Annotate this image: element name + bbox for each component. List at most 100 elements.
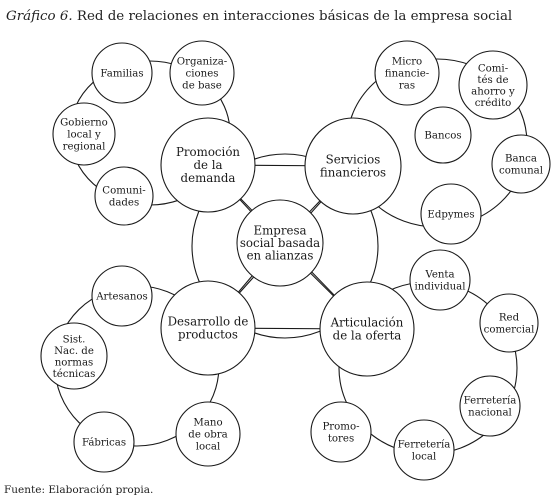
node-label-line: Nac. de xyxy=(54,346,94,357)
node-label-line: productos xyxy=(178,328,238,342)
node-label-line: financie- xyxy=(385,69,429,80)
node-label-line: tores xyxy=(328,434,354,445)
node-label-line: Fábricas xyxy=(82,437,126,449)
node-label-line: Sist. xyxy=(63,334,86,345)
node-label-line: financieros xyxy=(320,166,386,180)
node-circle xyxy=(491,134,551,194)
node-label-line: de base xyxy=(182,81,222,92)
node-circle xyxy=(236,199,324,287)
node-label: Promo-tores xyxy=(322,422,359,445)
node-label-line: Ferretería xyxy=(464,395,517,407)
node-circle xyxy=(479,293,539,353)
node-circle xyxy=(91,265,153,327)
node-familias: Familias xyxy=(91,42,153,104)
node-label: Fábricas xyxy=(82,437,126,449)
ring-central xyxy=(191,153,379,339)
node-label-line: Mano xyxy=(193,418,222,429)
node-label-line: Desarrollo de xyxy=(168,315,249,329)
node-label-line: ahorro y xyxy=(471,86,515,97)
node-label-line: ciones xyxy=(186,69,219,80)
node-label-line: Artesanos xyxy=(95,292,148,303)
node-circle xyxy=(175,401,241,467)
node-circle xyxy=(393,419,455,481)
source-note: Fuente: Elaboración propia. xyxy=(4,484,154,496)
node-label-line: demanda xyxy=(181,171,236,185)
node-label-line: Articulación xyxy=(330,316,404,330)
node-label-line: regional xyxy=(63,142,106,153)
node-circle xyxy=(374,40,440,106)
node-comunidades: Comuni-dades xyxy=(94,166,154,226)
node-label-line: Ferretería xyxy=(398,439,451,451)
node-artesanos: Artesanos xyxy=(91,265,153,327)
node-label-line: Red xyxy=(499,313,520,324)
node-label-line: Banca xyxy=(505,154,537,165)
node-circle xyxy=(319,281,415,377)
node-circle xyxy=(414,106,472,164)
node-bancos: Bancos xyxy=(414,106,472,164)
node-label-line: social basada xyxy=(240,236,320,250)
node-label-line: Gobierno xyxy=(60,118,108,129)
node-label-line: local xyxy=(412,452,436,463)
node-label-line: Edpymes xyxy=(427,210,474,221)
node-circle xyxy=(40,322,108,390)
figure-caption: Red de relaciones en interacciones básic… xyxy=(76,9,513,24)
figure-title: Gráfico 6. Red de relaciones en interacc… xyxy=(6,9,551,24)
node-circle xyxy=(169,40,235,106)
node-circle xyxy=(304,117,402,215)
node-label-line: comercial xyxy=(484,325,535,336)
node-label-line: Micro xyxy=(392,57,422,68)
node-label-line: Promo- xyxy=(322,422,359,433)
node-label-line: Empresa xyxy=(253,224,306,238)
node-label-line: de la xyxy=(193,158,222,172)
node-circle xyxy=(458,50,528,120)
node-label-line: comunal xyxy=(499,166,543,177)
node-label: Bancos xyxy=(424,131,461,142)
node-label-line: Comuni- xyxy=(102,186,145,197)
node-circle xyxy=(420,183,482,245)
node-circle xyxy=(409,249,471,311)
node-label: Artesanos xyxy=(95,292,148,303)
node-label-line: Venta xyxy=(424,270,454,281)
node-circle xyxy=(459,375,521,437)
node-label-line: ras xyxy=(399,81,415,92)
node-label-line: de la oferta xyxy=(333,329,402,343)
node-label-line: normas xyxy=(55,357,94,368)
node-label-line: local xyxy=(196,442,220,453)
node-label: Familias xyxy=(100,69,143,80)
node-circle xyxy=(91,42,153,104)
node-circle xyxy=(160,117,256,213)
node-label-line: local y xyxy=(67,130,101,141)
figure-number: Gráfico 6. xyxy=(6,9,73,24)
node-edpymes: Edpymes xyxy=(420,183,482,245)
node-label-line: Comi- xyxy=(478,63,508,74)
node-circle xyxy=(160,280,256,376)
node-label-line: Familias xyxy=(100,69,143,80)
